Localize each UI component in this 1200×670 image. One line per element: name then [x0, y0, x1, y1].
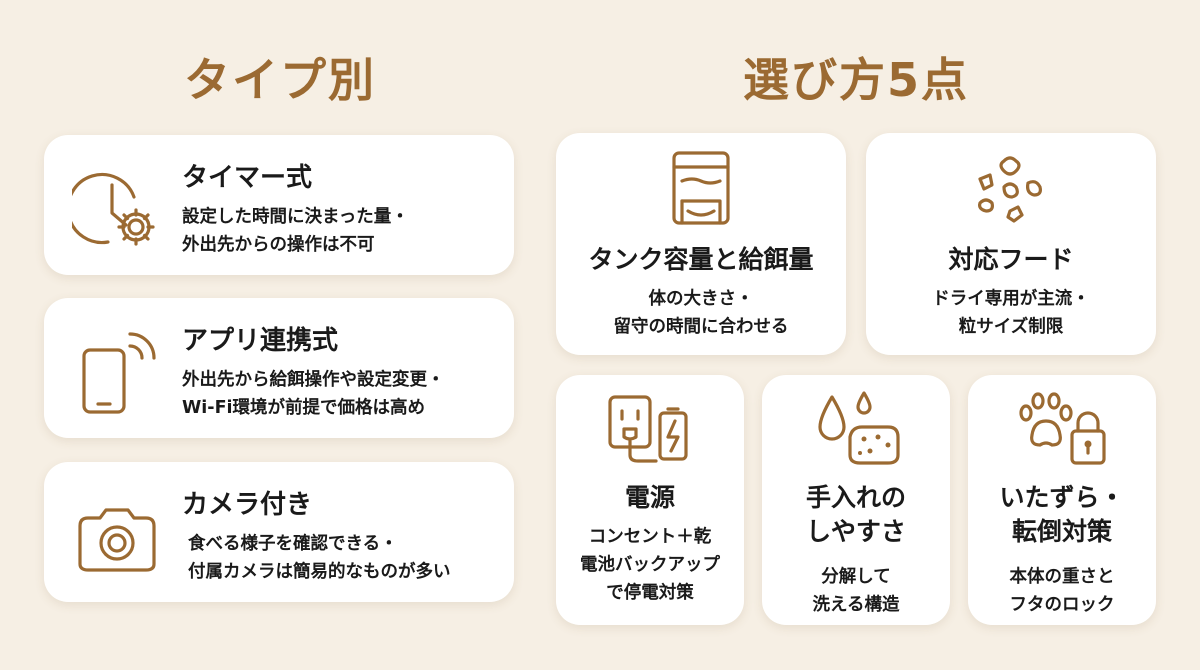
point-desc: 体の大きさ・ 留守の時間に合わせる — [613, 289, 789, 337]
outlet-battery-icon — [608, 395, 688, 463]
point-card-tank: タンク容量と給餌量 体の大きさ・ 留守の時間に合わせる — [556, 133, 846, 355]
paw-lock-icon — [1019, 392, 1106, 465]
point-title: いたずら・ 転倒対策 — [999, 483, 1125, 546]
point-desc: 分解して 洗える構造 — [812, 567, 900, 615]
type-desc: 設定した時間に決まった量・ 外出先からの操作は不可 — [182, 207, 409, 255]
point-desc: 本体の重さと フタのロック — [1009, 567, 1115, 615]
type-title: アプリ連携式 — [182, 326, 339, 356]
smartphone-signal-icon — [82, 332, 156, 414]
kibble-icon — [978, 156, 1042, 223]
point-title: 電源 — [624, 483, 675, 512]
point-card-food: 対応フード ドライ専用が主流・ 粒サイズ制限 — [866, 133, 1156, 355]
point-title: タンク容量と給餌量 — [588, 245, 814, 274]
type-card-timer: タイマー式 設定した時間に決まった量・ 外出先からの操作は不可 — [44, 135, 514, 275]
feeder-icon — [672, 151, 730, 225]
point-title: 手入れの しやすさ — [805, 483, 906, 546]
water-sponge-icon — [818, 391, 900, 465]
clock-gear-icon — [72, 172, 155, 246]
type-title: カメラ付き — [182, 490, 313, 520]
point-title: 対応フード — [948, 245, 1074, 274]
types-heading: タイプ別 — [184, 53, 376, 107]
camera-icon — [78, 508, 156, 572]
point-card-power: 電源 コンセント＋乾 電池バックアップ で停電対策 — [556, 375, 744, 625]
type-card-app: アプリ連携式 外出先から給餌操作や設定変更・ Wi-Fi環境が前提で価格は高め — [44, 298, 514, 438]
type-title: タイマー式 — [182, 163, 313, 193]
point-card-safety: いたずら・ 転倒対策 本体の重さと フタのロック — [968, 375, 1156, 625]
type-card-camera: カメラ付き 食べる様子を確認できる・ 付属カメラは簡易的なものが多い — [44, 462, 514, 602]
point-desc: ドライ専用が主流・ 粒サイズ制限 — [932, 289, 1090, 337]
point-card-cleaning: 手入れの しやすさ 分解して 洗える構造 — [762, 375, 950, 625]
point-desc: コンセント＋乾 電池バックアップ で停電対策 — [580, 527, 720, 603]
type-desc: 外出先から給餌操作や設定変更・ Wi-Fi環境が前提で価格は高め — [182, 370, 445, 418]
type-desc: 食べる様子を確認できる・ 付属カメラは簡易的なものが多い — [188, 534, 451, 582]
points-heading: 選び方5点 — [742, 53, 969, 107]
